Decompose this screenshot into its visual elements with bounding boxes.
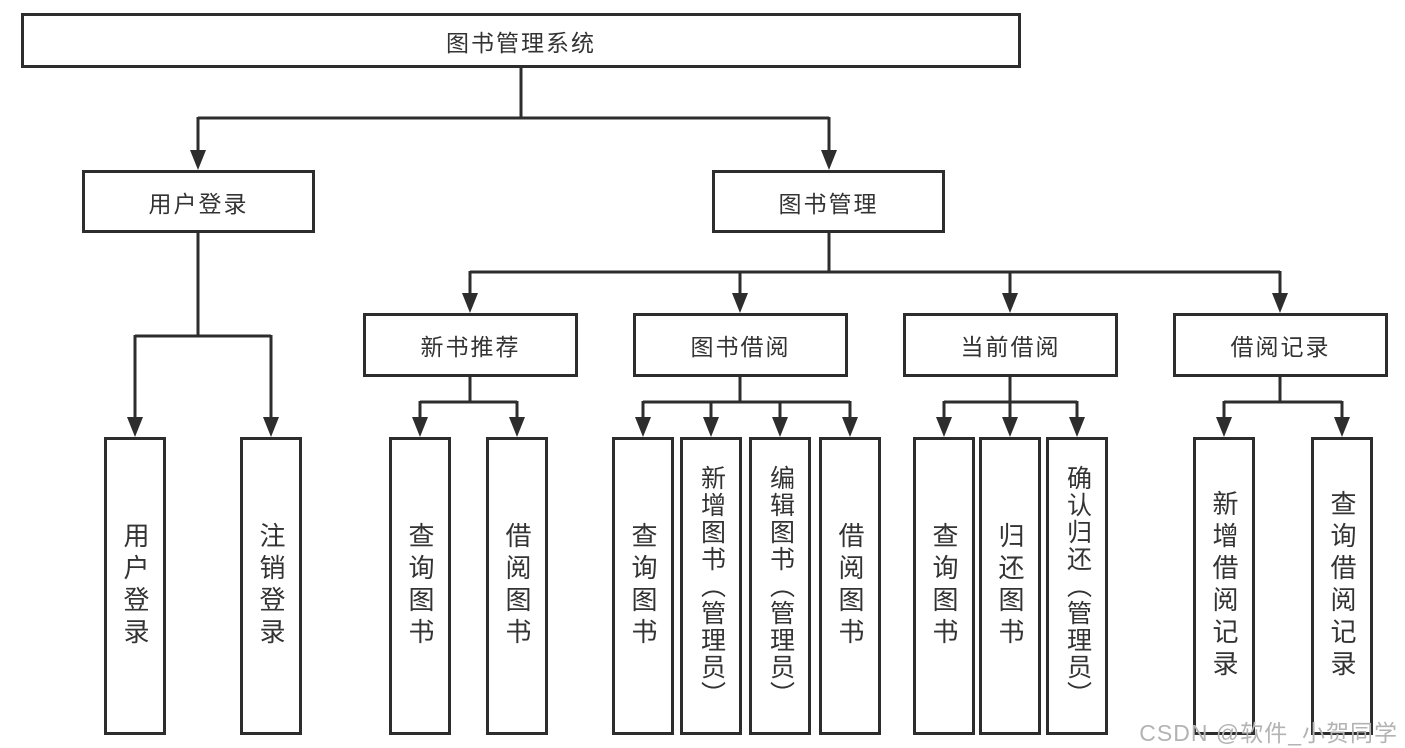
arrowhead — [842, 417, 858, 437]
arrowhead — [1002, 417, 1018, 437]
node-library-system-label: 图书管理系统 — [446, 29, 596, 56]
arrowhead — [703, 417, 719, 437]
leaf-add-book-admin-label: 新增图书（管理员） — [697, 464, 726, 708]
leaf-add-book-admin: 新增图书（管理员） — [680, 437, 742, 735]
node-book-manage-label: 图书管理 — [778, 190, 879, 217]
leaf-current-query-book: 查询图书 — [913, 437, 975, 735]
connector-borrow-children — [641, 377, 852, 422]
leaf-add-borrow-record-label: 新增借阅记录 — [1209, 490, 1239, 682]
arrowhead — [462, 293, 478, 313]
arrowhead — [936, 417, 952, 437]
leaf-recommend-query-book-label: 查询图书 — [405, 522, 435, 650]
arrowhead — [412, 417, 428, 437]
connector-records-children — [1222, 377, 1344, 422]
leaf-recommend-query-book: 查询图书 — [389, 437, 451, 735]
leaf-borrow-query-book-label: 查询图书 — [628, 522, 658, 650]
leaf-borrow-book-label: 借阅图书 — [835, 522, 865, 650]
leaf-user-login: 用户登录 — [104, 437, 166, 735]
connector-root-children — [196, 68, 831, 155]
node-user-login-label: 用户登录 — [148, 190, 249, 217]
leaf-add-borrow-record: 新增借阅记录 — [1193, 437, 1255, 735]
arrowhead — [190, 150, 206, 170]
leaf-user-login-label: 用户登录 — [120, 522, 150, 650]
node-book-manage: 图书管理 — [712, 170, 945, 233]
arrowhead — [509, 417, 525, 437]
node-borrow-records-label: 借阅记录 — [1230, 334, 1331, 360]
leaf-edit-book-admin-label: 编辑图书（管理员） — [766, 464, 795, 708]
arrowhead — [1002, 293, 1018, 313]
leaf-edit-book-admin: 编辑图书（管理员） — [749, 437, 811, 735]
node-new-book-recommend-label: 新书推荐 — [420, 334, 521, 360]
connector-manage-children — [468, 233, 1282, 298]
node-current-borrow: 当前借阅 — [903, 313, 1118, 377]
node-borrow-records: 借阅记录 — [1173, 313, 1388, 377]
arrowhead — [263, 417, 279, 437]
node-library-system: 图书管理系统 — [21, 13, 1021, 68]
arrowhead — [127, 417, 143, 437]
connector-recommend-children — [418, 377, 519, 422]
leaf-borrow-query-book: 查询图书 — [612, 437, 674, 735]
node-current-borrow-label: 当前借阅 — [960, 334, 1061, 360]
leaf-query-borrow-record-label: 查询借阅记录 — [1327, 490, 1357, 682]
leaf-logout-label: 注销登录 — [256, 522, 286, 650]
leaf-current-query-book-label: 查询图书 — [929, 522, 959, 650]
arrowhead — [1069, 417, 1085, 437]
arrowhead — [1272, 293, 1288, 313]
node-book-borrow: 图书借阅 — [633, 313, 848, 377]
connector-current-children — [942, 377, 1079, 422]
arrowhead — [1216, 417, 1232, 437]
node-user-login: 用户登录 — [82, 170, 315, 233]
node-new-book-recommend: 新书推荐 — [363, 313, 578, 377]
arrowhead — [732, 293, 748, 313]
leaf-confirm-return-admin: 确认归还（管理员） — [1046, 437, 1108, 735]
leaf-logout: 注销登录 — [240, 437, 302, 735]
leaf-recommend-borrow-book: 借阅图书 — [486, 437, 548, 735]
leaf-recommend-borrow-book-label: 借阅图书 — [502, 522, 532, 650]
arrowhead — [821, 150, 837, 170]
leaf-borrow-book: 借阅图书 — [819, 437, 881, 735]
leaf-query-borrow-record: 查询借阅记录 — [1311, 437, 1373, 735]
leaf-return-book: 归还图书 — [979, 437, 1041, 735]
leaf-return-book-label: 归还图书 — [995, 522, 1025, 650]
leaf-confirm-return-admin-label: 确认归还（管理员） — [1063, 464, 1092, 708]
csdn-watermark: CSDN @软件_小贺同学 — [1139, 720, 1398, 746]
arrowhead — [772, 417, 788, 437]
arrowhead — [635, 417, 651, 437]
arrowhead — [1334, 417, 1350, 437]
connector-login-children — [133, 233, 273, 422]
node-book-borrow-label: 图书借阅 — [690, 334, 791, 360]
